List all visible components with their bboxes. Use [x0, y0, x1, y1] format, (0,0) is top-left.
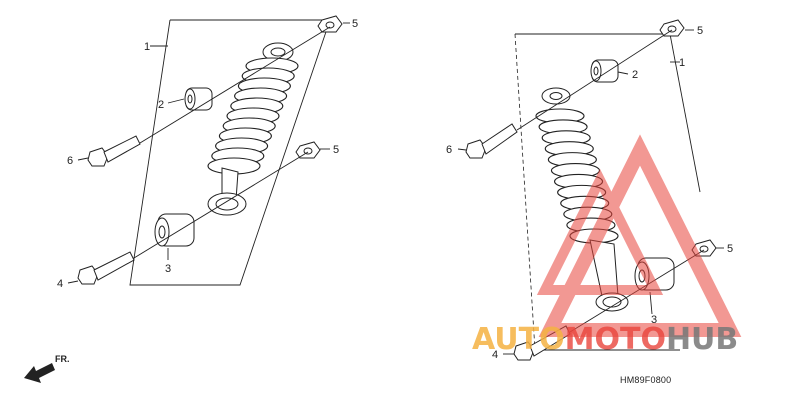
watermark-triangle-logo: [536, 134, 742, 337]
right-upper-nut: [659, 19, 685, 37]
left-lower-nut: [295, 141, 321, 159]
right-callout-1: 1: [679, 57, 685, 69]
diagram-code: HM89F0800: [620, 375, 671, 385]
left-coil-spring: [207, 57, 299, 175]
right-callout-4: 4: [492, 349, 498, 361]
right-callout-6: 6: [446, 144, 452, 156]
right-callout-2: 2: [632, 69, 638, 81]
left-callout-6: 6: [67, 155, 73, 167]
left-shock-absorber: [207, 42, 299, 216]
left-upper-nut: [317, 15, 343, 33]
left-callout-3: 3: [165, 263, 171, 275]
left-callout-5-upper: 5: [352, 18, 358, 30]
left-assembly: 1 2 3 4 5 5 6: [57, 15, 358, 290]
right-upper-bushing: [590, 59, 619, 83]
front-direction-label: FR.: [55, 354, 70, 364]
left-callout-2: 2: [158, 99, 164, 111]
watermark-part-hub: HUB: [666, 322, 738, 357]
watermark: AUTOMOTOHUB: [472, 134, 742, 357]
right-callout-5-upper: 5: [697, 25, 703, 37]
left-upper-bushing: [184, 87, 213, 111]
watermark-part-auto: AUTO: [472, 322, 565, 357]
left-upper-bolt: [87, 135, 141, 167]
right-upper-bolt: [465, 123, 518, 159]
watermark-part-moto: MOTO: [565, 322, 666, 357]
front-direction-indicator: FR.: [24, 354, 70, 383]
right-callout-3: 3: [651, 314, 657, 326]
left-callout-5-lower: 5: [333, 144, 339, 156]
right-callout-5-lower: 5: [727, 243, 733, 255]
front-arrow-icon: [24, 363, 55, 383]
left-callout-1: 1: [144, 41, 150, 53]
watermark-text: AUTOMOTOHUB: [472, 322, 738, 357]
left-frame: [129, 19, 331, 286]
left-callout-4: 4: [57, 278, 63, 290]
left-lower-bolt: [77, 251, 135, 285]
